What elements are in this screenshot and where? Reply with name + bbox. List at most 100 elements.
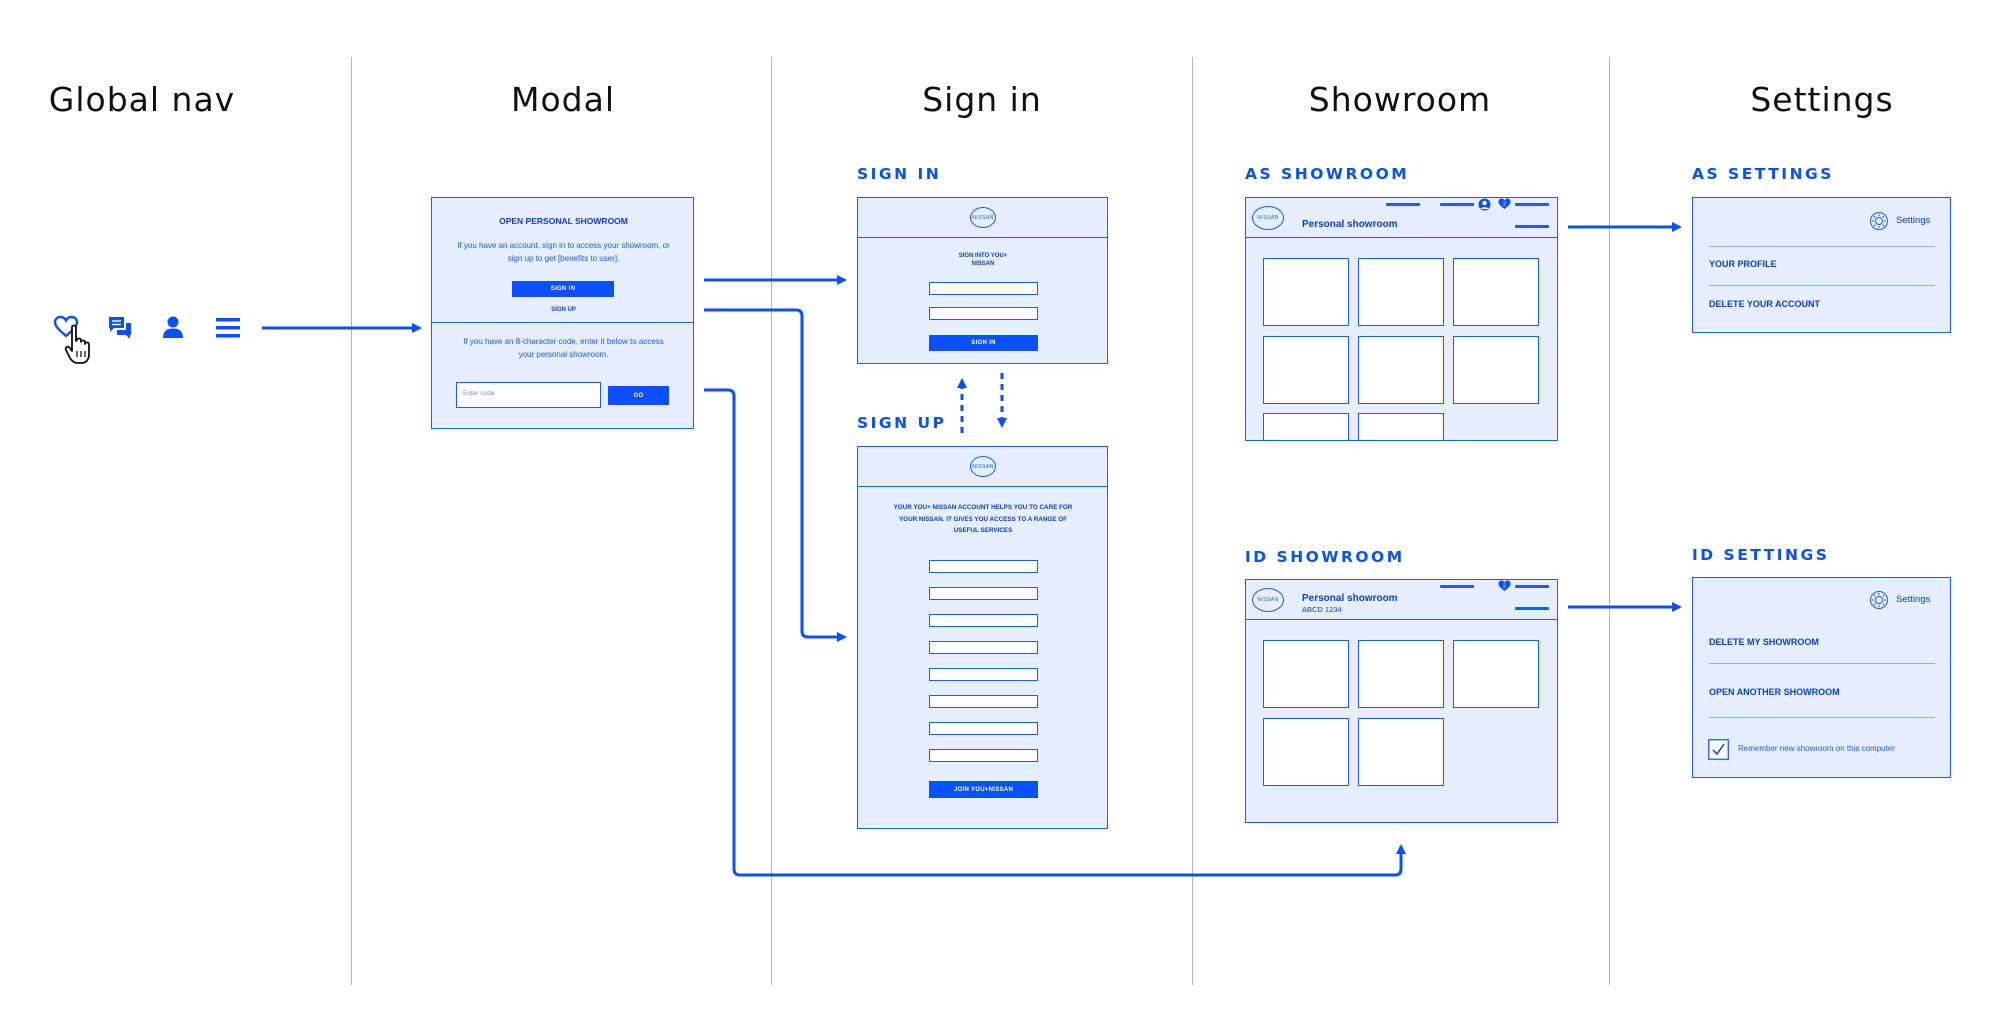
menu-line[interactable] <box>1515 607 1549 610</box>
arrow-modal-code-to-id-showroom <box>704 388 1406 877</box>
showroom-tile[interactable] <box>1263 718 1349 786</box>
open-another-showroom-item[interactable]: OPEN ANOTHER SHOWROOM <box>1709 687 1840 697</box>
badge-count: 2 <box>1503 202 1506 208</box>
pointer-hand-icon <box>64 324 90 364</box>
settings-title: Settings <box>1896 594 1931 605</box>
chat-icon[interactable] <box>107 315 133 341</box>
user-icon[interactable] <box>1478 198 1491 211</box>
showroom-tile[interactable] <box>1358 336 1444 404</box>
menu-divider <box>1709 246 1935 247</box>
code-input-placeholder: Enter code <box>463 390 495 397</box>
showroom-title: Personal showroom <box>1302 219 1398 230</box>
column-title-showroom: Showroom <box>1308 80 1492 119</box>
delete-account-item[interactable]: DELETE YOUR ACCOUNT <box>1709 299 1821 309</box>
heart-icon[interactable] <box>53 315 79 339</box>
nav-link[interactable] <box>1515 203 1549 206</box>
checkbox-checked[interactable] <box>1708 739 1729 760</box>
sign-up-panel: NISSAN YOUR YOU+ NISSAN ACCOUNT HELPS YO… <box>857 446 1108 829</box>
code-input[interactable]: Enter code <box>456 382 601 408</box>
sign-in-submit-button[interactable]: SIGN IN <box>929 335 1038 351</box>
showroom-tile[interactable] <box>1263 258 1349 326</box>
signup-field[interactable] <box>929 668 1038 681</box>
id-settings-label: ID SETTINGS <box>1692 546 1830 564</box>
menu-divider <box>1709 285 1935 286</box>
menu-icon[interactable] <box>216 317 240 339</box>
column-title-settings: Settings <box>1750 80 1894 119</box>
signup-field[interactable] <box>929 722 1038 735</box>
your-profile-item[interactable]: YOUR PROFILE <box>1709 259 1777 269</box>
showroom-tile[interactable] <box>1358 718 1444 786</box>
header-divider <box>1246 619 1557 620</box>
join-button[interactable]: JOIN YOU+NISSAN <box>929 781 1038 798</box>
email-field[interactable] <box>929 282 1038 295</box>
go-button[interactable]: GO <box>608 386 669 405</box>
showroom-tile[interactable] <box>1453 258 1539 326</box>
sign-in-heading: SIGN INTO YOU+ NISSAN <box>958 253 1008 267</box>
signup-field[interactable] <box>929 614 1038 627</box>
settings-title: Settings <box>1896 215 1931 226</box>
showroom-tile[interactable] <box>1263 413 1349 440</box>
gear-icon[interactable] <box>1869 211 1889 231</box>
nissan-logo: NISSAN <box>970 207 996 228</box>
nissan-logo: NISSAN <box>1252 206 1284 230</box>
menu-divider <box>1709 663 1935 664</box>
modal-title: OPEN PERSONAL SHOWROOM <box>499 216 628 226</box>
column-divider <box>1192 57 1193 985</box>
showroom-tile[interactable] <box>1358 640 1444 708</box>
remember-checkbox-label: Remember new showroom on this computer <box>1738 744 1895 753</box>
header-divider <box>858 486 1107 487</box>
sign-up-intro: YOUR YOU+ NISSAN ACCOUNT HELPS YOU TO CA… <box>893 504 1073 534</box>
header-divider <box>858 237 1107 238</box>
modal-sign-in-button[interactable]: SIGN IN <box>512 281 614 297</box>
arrow-modal-to-sign-up <box>704 308 847 642</box>
sign-up-label: SIGN UP <box>857 414 947 432</box>
global-nav-bar <box>50 312 250 372</box>
menu-line[interactable] <box>1515 225 1549 228</box>
nav-link[interactable] <box>1440 203 1474 206</box>
showroom-tile[interactable] <box>1358 413 1444 440</box>
nissan-logo: NISSAN <box>970 456 996 477</box>
menu-divider <box>1709 717 1935 718</box>
id-showroom-panel: NISSAN Personal showroom ABCD 1234 2 <box>1245 579 1558 823</box>
as-showroom-panel: NISSAN Personal showroom 2 <box>1245 197 1558 441</box>
badge-count: 2 <box>1503 584 1506 590</box>
column-title-global-nav: Global nav <box>48 80 236 119</box>
modal-intro-text: If you have an account, sign in to acces… <box>457 241 670 263</box>
delete-showroom-item[interactable]: DELETE MY SHOWROOM <box>1709 637 1819 647</box>
column-title-modal: Modal <box>511 80 615 119</box>
gear-icon[interactable] <box>1869 590 1889 610</box>
signup-field[interactable] <box>929 695 1038 708</box>
as-settings-panel: Settings YOUR PROFILE DELETE YOUR ACCOUN… <box>1692 197 1951 333</box>
modal-code-text: If you have an 8-character code, enter i… <box>463 337 664 359</box>
nav-link[interactable] <box>1440 585 1474 588</box>
showroom-tile[interactable] <box>1358 258 1444 326</box>
open-showroom-modal: OPEN PERSONAL SHOWROOM If you have an ac… <box>431 197 694 429</box>
id-showroom-label: ID SHOWROOM <box>1245 548 1405 566</box>
column-title-sign-in: Sign in <box>922 80 1042 119</box>
password-field[interactable] <box>929 307 1038 320</box>
as-settings-label: AS SETTINGS <box>1692 165 1834 183</box>
heart-icon[interactable]: 2 <box>1498 198 1511 210</box>
signup-field[interactable] <box>929 641 1038 654</box>
showroom-title: Personal showroom <box>1302 593 1398 604</box>
column-divider <box>1609 57 1610 985</box>
signup-field[interactable] <box>929 749 1038 762</box>
nav-link[interactable] <box>1386 203 1420 206</box>
user-icon[interactable] <box>162 315 184 339</box>
header-divider <box>1246 237 1557 238</box>
signup-field[interactable] <box>929 587 1038 600</box>
column-divider <box>771 57 772 985</box>
modal-sign-up-link[interactable]: SIGN UP <box>551 307 576 313</box>
modal-divider <box>432 322 693 323</box>
signup-field[interactable] <box>929 560 1038 573</box>
showroom-tile[interactable] <box>1453 336 1539 404</box>
showroom-tile[interactable] <box>1263 336 1349 404</box>
nissan-logo: NISSAN <box>1252 588 1284 612</box>
showroom-tile[interactable] <box>1453 640 1539 708</box>
id-settings-panel: Settings DELETE MY SHOWROOM OPEN ANOTHER… <box>1692 577 1951 778</box>
nav-link[interactable] <box>1515 585 1549 588</box>
showroom-code: ABCD 1234 <box>1302 605 1342 614</box>
showroom-tile[interactable] <box>1263 640 1349 708</box>
heart-icon[interactable]: 2 <box>1498 580 1511 592</box>
